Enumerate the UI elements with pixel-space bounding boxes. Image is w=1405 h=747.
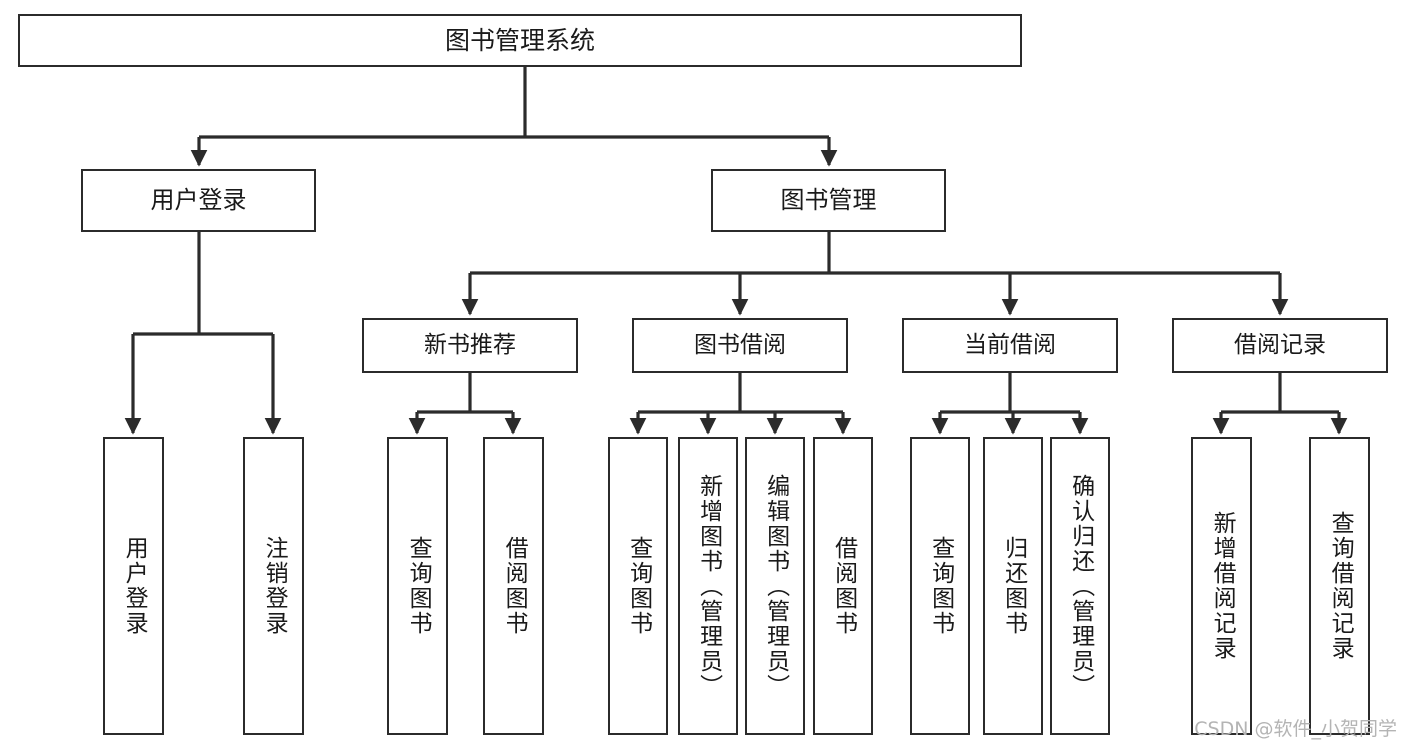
leaf-logout[interactable]: 注销登录: [243, 437, 304, 735]
leaf-user-login[interactable]: 用户登录: [103, 437, 164, 735]
node-book-management-label: 图书管理: [780, 186, 877, 215]
watermark: CSDN @软件_小贺同学: [1194, 718, 1397, 740]
leaf-label: 查询图书: [625, 536, 652, 636]
node-borrow-record[interactable]: 借阅记录: [1172, 318, 1388, 373]
leaf-add-book-admin[interactable]: 新增图书（管理员）: [678, 437, 738, 735]
leaf-return-book[interactable]: 归还图书: [983, 437, 1043, 735]
leaf-query-book-current[interactable]: 查询图书: [910, 437, 970, 735]
leaf-borrow-book[interactable]: 借阅图书: [813, 437, 873, 735]
node-book-management[interactable]: 图书管理: [711, 169, 946, 232]
node-root-label: 图书管理系统: [444, 25, 595, 55]
leaf-label: 用户登录: [121, 536, 148, 636]
leaf-query-book-newbook[interactable]: 查询图书: [387, 437, 448, 735]
node-new-book-recommend[interactable]: 新书推荐: [362, 318, 578, 373]
node-borrow-record-label: 借阅记录: [1234, 331, 1326, 358]
node-book-borrow-label: 图书借阅: [694, 331, 786, 358]
leaf-edit-book-admin[interactable]: 编辑图书（管理员）: [745, 437, 805, 735]
leaf-label: 归还图书: [1000, 536, 1027, 636]
leaf-confirm-return-admin[interactable]: 确认归还（管理员）: [1050, 437, 1110, 735]
leaf-add-borrow-record[interactable]: 新增借阅记录: [1191, 437, 1252, 735]
node-root[interactable]: 图书管理系统: [18, 14, 1022, 67]
leaf-label: 编辑图书（管理员）: [762, 473, 789, 699]
leaf-borrow-book-newbook[interactable]: 借阅图书: [483, 437, 544, 735]
leaf-label: 查询图书: [927, 536, 954, 636]
leaf-query-borrow-record[interactable]: 查询借阅记录: [1309, 437, 1370, 735]
leaf-label: 借阅图书: [830, 536, 857, 636]
node-current-borrow-label: 当前借阅: [964, 331, 1056, 358]
leaf-label: 新增借阅记录: [1209, 511, 1236, 661]
node-current-borrow[interactable]: 当前借阅: [902, 318, 1118, 373]
leaf-label: 确认归还（管理员）: [1067, 473, 1094, 699]
leaf-label: 注销登录: [261, 536, 288, 636]
node-user-login[interactable]: 用户登录: [81, 169, 316, 232]
leaf-query-book-borrow[interactable]: 查询图书: [608, 437, 668, 735]
leaf-label: 查询借阅记录: [1327, 511, 1354, 661]
node-user-login-label: 用户登录: [150, 186, 247, 215]
node-new-book-recommend-label: 新书推荐: [424, 331, 516, 358]
leaf-label: 新增图书（管理员）: [695, 473, 722, 699]
leaf-label: 查询图书: [405, 536, 432, 636]
node-book-borrow[interactable]: 图书借阅: [632, 318, 848, 373]
leaf-label: 借阅图书: [501, 536, 528, 636]
